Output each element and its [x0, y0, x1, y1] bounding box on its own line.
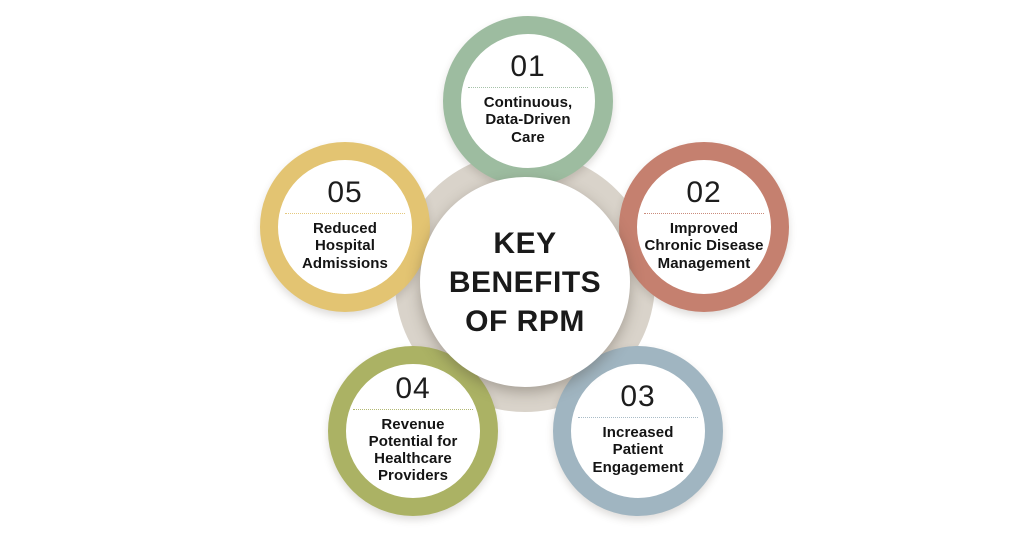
benefit-label-04: Revenue Potential for Healthcare Provide…: [368, 415, 458, 485]
benefit-node-03: 03 Increased Patient Engagement: [553, 346, 723, 516]
benefit-node-01: 01 Continuous, Data-Driven Care: [443, 16, 613, 186]
benefit-ring-03: 03 Increased Patient Engagement: [553, 346, 723, 516]
benefit-ring-01: 01 Continuous, Data-Driven Care: [443, 16, 613, 186]
benefit-node-05: 05 Reduced Hospital Admissions: [260, 142, 430, 312]
benefit-node-02: 02 Improved Chronic Disease Management: [619, 142, 789, 312]
benefit-divider-03: [578, 417, 698, 419]
benefit-label-01: Continuous, Data-Driven Care: [483, 94, 573, 146]
benefit-number-04: 04: [395, 371, 431, 405]
benefit-node-04: 04 Revenue Potential for Healthcare Prov…: [328, 346, 498, 516]
benefit-divider-05: [285, 213, 405, 215]
benefit-number-02: 02: [686, 176, 722, 210]
benefit-divider-04: [353, 408, 473, 410]
benefit-number-05: 05: [327, 176, 363, 210]
benefit-ring-02: 02 Improved Chronic Disease Management: [619, 142, 789, 312]
center-circle: KEY BENEFITS OF RPM: [420, 177, 630, 387]
benefit-divider-02: [644, 213, 764, 215]
benefit-number-01: 01: [510, 50, 546, 84]
benefit-label-05: Reduced Hospital Admissions: [301, 220, 389, 272]
benefit-ring-05: 05 Reduced Hospital Admissions: [260, 142, 430, 312]
benefit-divider-01: [468, 87, 588, 89]
benefit-number-03: 03: [620, 380, 656, 414]
benefit-label-03: Increased Patient Engagement: [592, 424, 684, 476]
diagram-title: KEY BENEFITS OF RPM: [448, 226, 602, 338]
benefit-label-02: Improved Chronic Disease Management: [644, 220, 764, 272]
